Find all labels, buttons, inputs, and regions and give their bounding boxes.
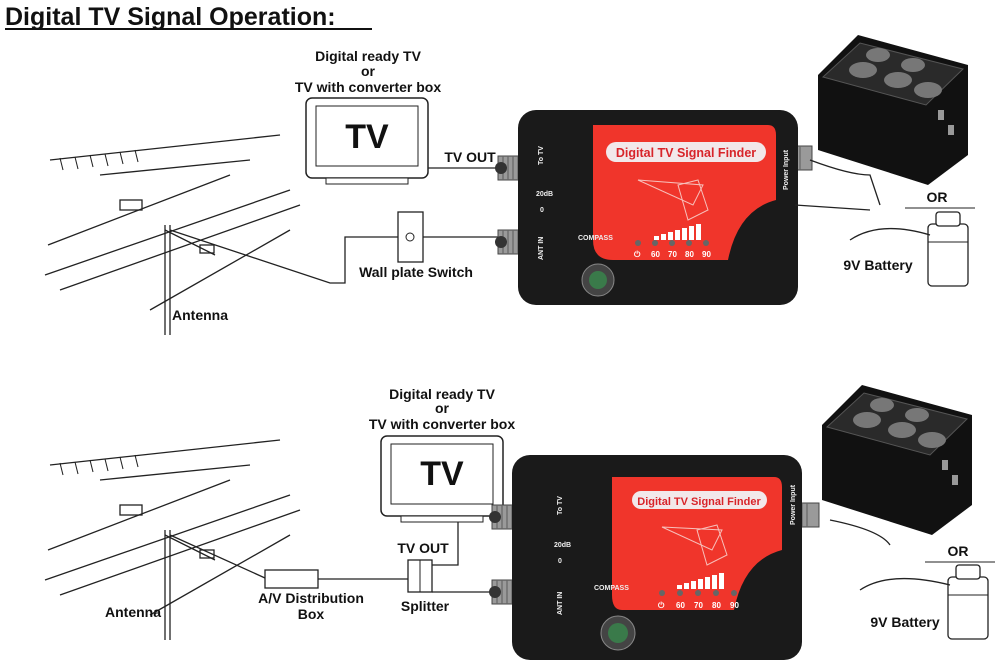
- tv-label-line3: TV with converter box: [295, 79, 441, 95]
- antenna-cable: [169, 534, 266, 579]
- tv-label-line2: or: [361, 63, 376, 79]
- level-90: 90: [702, 250, 711, 259]
- db0-label: 0: [540, 207, 544, 214]
- device-title: Digital TV Signal Finder: [616, 146, 756, 160]
- battery-label: 9V Battery: [843, 257, 912, 273]
- tv-out-cable: [432, 522, 459, 566]
- tv-out-label: TV OUT: [397, 540, 449, 556]
- level-80: 80: [712, 601, 721, 610]
- av-distribution-box: [264, 569, 319, 589]
- db20-label: 20dB: [554, 542, 571, 549]
- top-setup: Antenna Digital ready TV or TV with conv…: [44, 34, 975, 336]
- battery-clip-cable: [849, 227, 931, 241]
- wall-plate-socket-icon: [405, 232, 415, 242]
- to-tv-label: To TV: [538, 146, 545, 165]
- tv-out-label: TV OUT: [444, 149, 496, 165]
- signal-finder-device: Digital TV Signal Finder To TV 20dB 0 AN…: [494, 110, 813, 305]
- or-label: OR: [927, 189, 948, 205]
- level-60: 60: [651, 250, 660, 259]
- or-label: OR: [948, 543, 969, 559]
- power-icon: ⏻: [658, 601, 665, 610]
- tv-label-line3: TV with converter box: [369, 416, 515, 432]
- device-title: Digital TV Signal Finder: [637, 496, 761, 508]
- level-60: 60: [676, 601, 685, 610]
- ant-in-label: ANT IN: [557, 592, 564, 615]
- battery-holder-cable: [829, 519, 891, 546]
- level-70: 70: [694, 601, 703, 610]
- splitter: [407, 559, 433, 593]
- power-input-label: Power Input: [783, 149, 790, 190]
- bottom-setup: Antenna Digital ready TV or TV with conv…: [44, 384, 995, 660]
- battery-holder-cable: [809, 159, 881, 206]
- to-tv-label: To TV: [557, 496, 564, 515]
- power-cable: [794, 204, 871, 211]
- distribution-label-line2: Box: [298, 606, 325, 622]
- battery-holder: [821, 384, 973, 536]
- tv-screen-text: TV: [420, 455, 464, 493]
- tv-label-line1: Digital ready TV: [315, 48, 421, 64]
- db0-label: 0: [558, 558, 562, 565]
- power-icon: ⏻: [634, 250, 641, 259]
- power-input-label: Power Input: [790, 484, 797, 525]
- battery-9v-icon: [947, 564, 989, 640]
- level-80: 80: [685, 250, 694, 259]
- battery-holder: [817, 34, 969, 186]
- level-70: 70: [668, 250, 677, 259]
- tv-icon: TV: [380, 435, 504, 523]
- tv-label-line2: or: [435, 400, 450, 416]
- distribution-label-line1: A/V Distribution: [258, 590, 364, 606]
- battery-clip-cable: [859, 577, 951, 591]
- antenna-label: Antenna: [172, 307, 228, 323]
- battery-label: 9V Battery: [870, 614, 939, 630]
- antenna-label: Antenna: [105, 604, 161, 620]
- wall-plate-label: Wall plate Switch: [359, 264, 473, 280]
- compass-label: COMPASS: [594, 585, 629, 592]
- antenna-illustration: [44, 439, 301, 641]
- tv-icon: TV: [305, 97, 429, 185]
- tv-label-line1: Digital ready TV: [389, 386, 495, 402]
- splitter-label: Splitter: [401, 598, 450, 614]
- compass-label: COMPASS: [578, 235, 613, 242]
- diagram-title: Digital TV Signal Operation:: [5, 3, 336, 31]
- ant-in-label: ANT IN: [538, 237, 545, 260]
- antenna-illustration: [44, 134, 301, 336]
- level-90: 90: [730, 601, 739, 610]
- battery-9v-icon: [927, 211, 969, 287]
- tv-screen-text: TV: [345, 118, 389, 156]
- db20-label: 20dB: [536, 191, 553, 198]
- signal-finder-device: Digital TV Signal Finder To TV 20dB 0 AN…: [488, 455, 820, 660]
- antenna-cable: [169, 229, 398, 284]
